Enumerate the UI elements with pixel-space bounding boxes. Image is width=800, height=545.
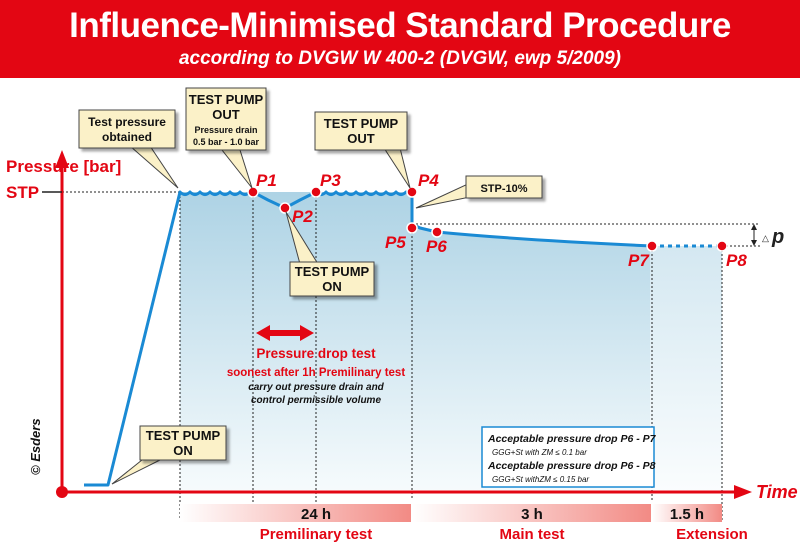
pressure-curve bbox=[84, 190, 653, 487]
callout-stp-minus: STP-10% bbox=[415, 175, 543, 209]
origin-dot bbox=[56, 486, 68, 498]
svg-text:ON: ON bbox=[173, 443, 193, 458]
pressure-drop-note-1: carry out pressure drain and bbox=[248, 382, 384, 393]
bar-preliminary bbox=[180, 504, 412, 522]
callout-pump-out-2: TEST PUMP OUT bbox=[314, 111, 411, 189]
svg-text:ON: ON bbox=[322, 279, 342, 294]
svg-text:TEST PUMP: TEST PUMP bbox=[295, 264, 370, 279]
point-p5 bbox=[406, 222, 418, 234]
duration-extension: 1.5 h bbox=[670, 506, 704, 523]
point-p8 bbox=[716, 240, 728, 252]
point-p4 bbox=[406, 186, 418, 198]
page-subtitle: according to DVGW W 400-2 (DVGW, ewp 5/2… bbox=[178, 48, 621, 69]
label-p1: P1 bbox=[256, 171, 277, 190]
svg-text:Acceptable pressure drop P6 -: Acceptable pressure drop P6 - P7 bbox=[487, 433, 657, 445]
pressure-drop-subtitle: soonest after 1h Premilinary test bbox=[227, 367, 405, 379]
copyright-mark: © Esders bbox=[28, 418, 43, 475]
label-p7: P7 bbox=[628, 251, 650, 270]
svg-text:GGG+St with ZM ≤ 0.1 bar: GGG+St with ZM ≤ 0.1 bar bbox=[492, 448, 587, 457]
svg-text:Test pressure: Test pressure bbox=[88, 115, 166, 129]
point-p2 bbox=[279, 202, 291, 214]
svg-text:OUT: OUT bbox=[212, 107, 240, 122]
phase-preliminary: Premilinary test bbox=[260, 526, 373, 543]
phase-extension: Extension bbox=[676, 526, 748, 543]
label-p2: P2 bbox=[292, 207, 313, 226]
svg-text:STP-10%: STP-10% bbox=[480, 183, 527, 195]
svg-text:Acceptable pressure drop P6 -: Acceptable pressure drop P6 - P8 bbox=[487, 460, 656, 472]
svg-text:OUT: OUT bbox=[347, 131, 375, 146]
acceptance-info-box: Acceptable pressure drop P6 - P7 GGG+St … bbox=[481, 426, 657, 488]
pressure-drop-note-2: control permissible volume bbox=[251, 395, 381, 406]
pressure-drop-arrow bbox=[256, 325, 314, 341]
svg-text:© Esders: © Esders bbox=[28, 418, 43, 475]
y-axis-label: Pressure [bar] bbox=[6, 157, 121, 176]
svg-text:GGG+St withZM ≤ 0.15 bar: GGG+St withZM ≤ 0.15 bar bbox=[492, 475, 589, 484]
svg-text:Pressure drain: Pressure drain bbox=[194, 125, 257, 135]
duration-preliminary: 24 h bbox=[301, 506, 331, 523]
svg-text:obtained: obtained bbox=[102, 130, 152, 144]
y-axis-arrow bbox=[55, 150, 69, 168]
callout-pump-on-low: TEST PUMP ON bbox=[111, 425, 227, 485]
callout-test-pressure: Test pressure obtained bbox=[78, 109, 179, 189]
svg-text:TEST PUMP: TEST PUMP bbox=[324, 116, 399, 131]
page-title: Influence-Minimised Standard Procedure bbox=[69, 6, 731, 45]
bar-extension bbox=[652, 504, 722, 522]
label-p3: P3 bbox=[320, 171, 341, 190]
phase-main: Main test bbox=[499, 526, 564, 543]
point-p7 bbox=[646, 240, 658, 252]
callout-pump-out-1: TEST PUMP OUT Pressure drain 0.5 bar - 1… bbox=[185, 87, 267, 189]
label-p4: P4 bbox=[418, 171, 439, 190]
header-banner: Influence-Minimised Standard Procedure a… bbox=[0, 0, 800, 78]
delta-p-label: p bbox=[771, 226, 784, 248]
stp-label: STP bbox=[6, 183, 39, 202]
point-p1 bbox=[247, 186, 259, 198]
measurement-points bbox=[247, 186, 728, 252]
bar-main bbox=[412, 504, 652, 522]
svg-text:△: △ bbox=[762, 233, 769, 243]
callout-pump-on-mid: TEST PUMP ON bbox=[285, 211, 375, 297]
duration-main: 3 h bbox=[521, 506, 543, 523]
x-axis-label: Time bbox=[756, 482, 798, 502]
point-p3 bbox=[310, 186, 322, 198]
delta-p-marker: △ p bbox=[751, 224, 784, 248]
svg-text:TEST PUMP: TEST PUMP bbox=[146, 428, 221, 443]
label-p8: P8 bbox=[726, 251, 747, 270]
label-p5: P5 bbox=[385, 233, 406, 252]
pressure-drop-title: Pressure drop test bbox=[256, 346, 376, 361]
svg-text:0.5 bar - 1.0 bar: 0.5 bar - 1.0 bar bbox=[193, 137, 260, 147]
extension-area bbox=[650, 246, 722, 490]
label-p6: P6 bbox=[426, 237, 447, 256]
svg-text:TEST PUMP: TEST PUMP bbox=[189, 92, 264, 107]
point-p6 bbox=[431, 226, 443, 238]
x-axis-arrow bbox=[734, 485, 752, 499]
